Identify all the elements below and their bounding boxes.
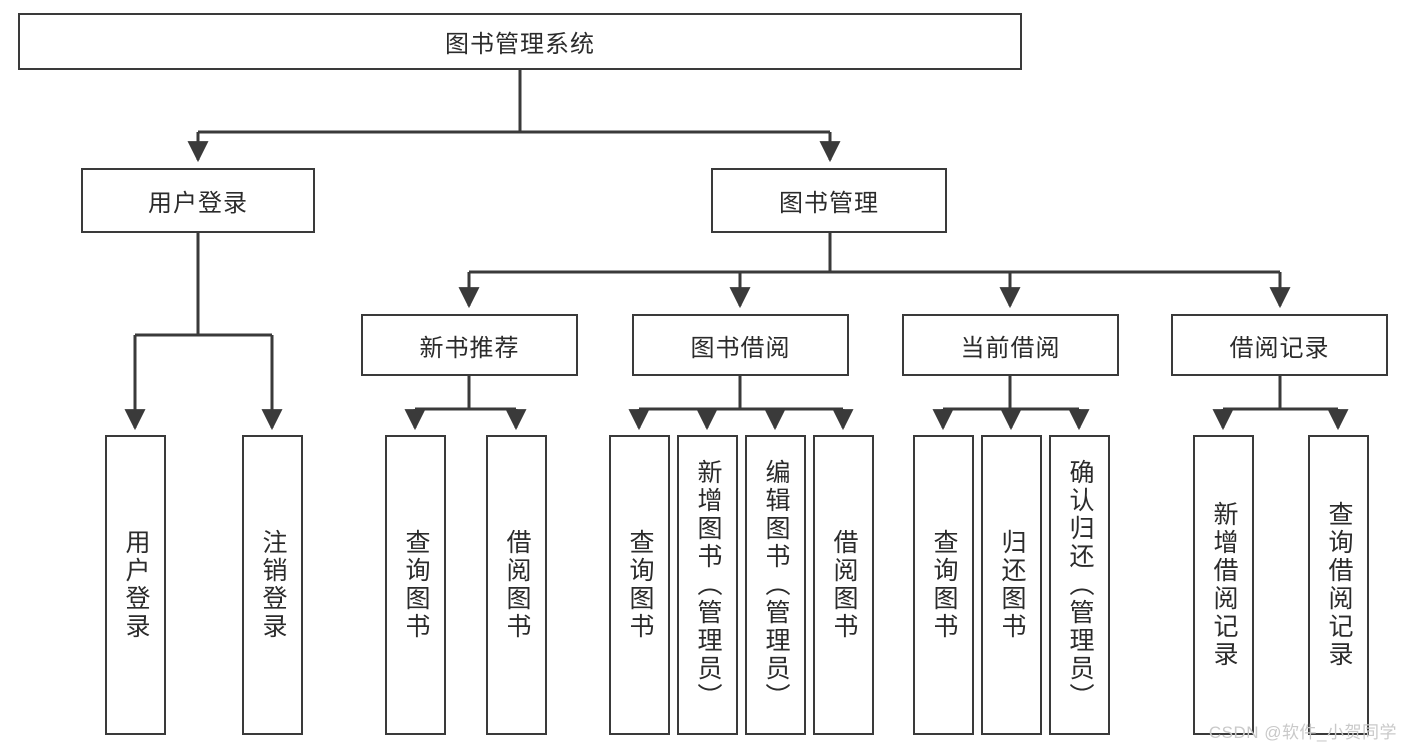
- node-leaf-add-record-label: 新增借阅记录: [1210, 501, 1238, 669]
- node-leaf-edit-book[interactable]: 编辑图书（管理员）: [745, 435, 806, 735]
- node-leaf-query-book-1[interactable]: 查询图书: [385, 435, 446, 735]
- connectors-user-login: [124, 233, 283, 431]
- connectors-current-borrow: [932, 376, 1090, 431]
- node-leaf-query-record-label: 查询借阅记录: [1325, 501, 1353, 669]
- node-root-label: 图书管理系统: [445, 31, 595, 58]
- node-borrow-record[interactable]: 借阅记录: [1171, 314, 1388, 376]
- node-leaf-return-book[interactable]: 归还图书: [981, 435, 1042, 735]
- node-leaf-add-book-label: 新增图书（管理员）: [694, 459, 722, 711]
- node-leaf-edit-book-label: 编辑图书（管理员）: [762, 459, 790, 711]
- node-root[interactable]: 图书管理系统: [18, 13, 1022, 70]
- node-leaf-confirm-return[interactable]: 确认归还（管理员）: [1049, 435, 1110, 735]
- connectors-root: [187, 70, 841, 163]
- node-leaf-logout-label: 注销登录: [259, 529, 287, 641]
- node-book-manage-label: 图书管理: [779, 190, 879, 217]
- node-user-login-label: 用户登录: [148, 190, 248, 217]
- node-leaf-borrow-book-1[interactable]: 借阅图书: [486, 435, 547, 735]
- node-leaf-confirm-return-label: 确认归还（管理员）: [1066, 459, 1094, 711]
- node-leaf-add-book[interactable]: 新增图书（管理员）: [677, 435, 738, 735]
- node-leaf-user-login-label: 用户登录: [122, 529, 150, 641]
- connectors-book-borrow: [628, 376, 854, 431]
- node-leaf-borrow-book-2-label: 借阅图书: [830, 529, 858, 641]
- node-book-borrow[interactable]: 图书借阅: [632, 314, 849, 376]
- node-leaf-user-login[interactable]: 用户登录: [105, 435, 166, 735]
- node-new-book-rec[interactable]: 新书推荐: [361, 314, 578, 376]
- connectors-book-manage: [458, 233, 1291, 309]
- node-leaf-return-book-label: 归还图书: [998, 529, 1026, 641]
- node-current-borrow-label: 当前借阅: [960, 334, 1061, 362]
- node-book-borrow-label: 图书借阅: [690, 334, 791, 362]
- node-leaf-add-record[interactable]: 新增借阅记录: [1193, 435, 1254, 735]
- node-user-login[interactable]: 用户登录: [81, 168, 315, 233]
- connectors-borrow-record: [1212, 376, 1349, 431]
- node-leaf-query-book-1-label: 查询图书: [402, 529, 430, 641]
- node-leaf-borrow-book-1-label: 借阅图书: [503, 529, 531, 641]
- node-leaf-logout[interactable]: 注销登录: [242, 435, 303, 735]
- node-new-book-rec-label: 新书推荐: [419, 334, 520, 362]
- node-leaf-borrow-book-2[interactable]: 借阅图书: [813, 435, 874, 735]
- node-leaf-query-record[interactable]: 查询借阅记录: [1308, 435, 1369, 735]
- node-leaf-query-book-2-label: 查询图书: [626, 529, 654, 641]
- node-current-borrow[interactable]: 当前借阅: [902, 314, 1119, 376]
- node-leaf-query-book-3[interactable]: 查询图书: [913, 435, 974, 735]
- node-book-manage[interactable]: 图书管理: [711, 168, 947, 233]
- node-leaf-query-book-2[interactable]: 查询图书: [609, 435, 670, 735]
- node-borrow-record-label: 借阅记录: [1229, 334, 1330, 362]
- connectors-new-book-rec: [404, 376, 527, 431]
- node-leaf-query-book-3-label: 查询图书: [930, 529, 958, 641]
